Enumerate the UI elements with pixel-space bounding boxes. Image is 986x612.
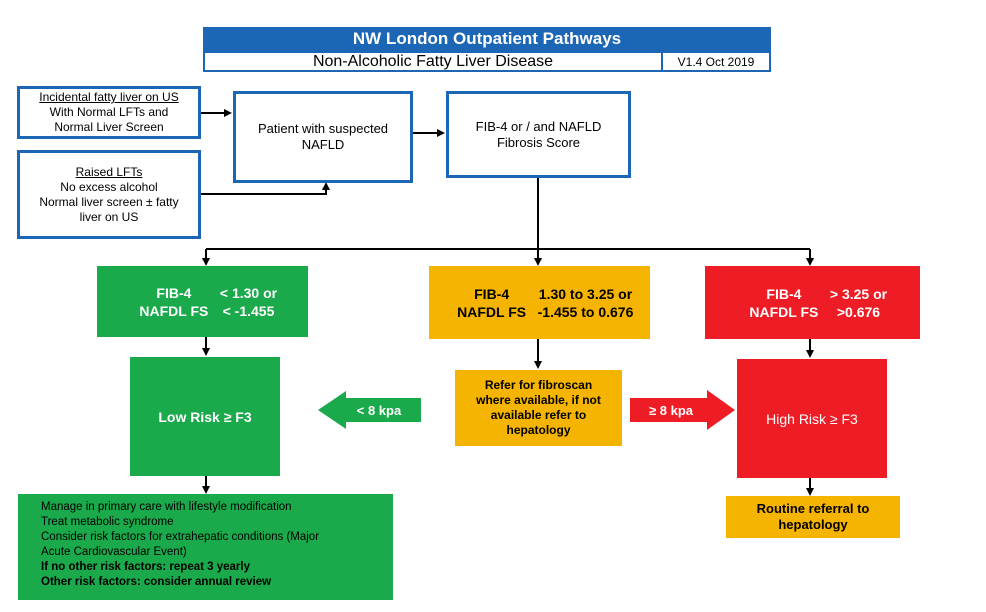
- incidental-heading: Incidental fatty liver on US: [39, 90, 179, 104]
- low-criteria-box: FIB-4 < 1.30 or NAFDL FS < -1.455: [97, 266, 308, 337]
- raised-line: No excess alcohol: [60, 179, 158, 194]
- criteria-label: NAFDL FS: [749, 303, 819, 320]
- criteria-label: NAFDL FS: [457, 303, 527, 320]
- referral-line: Routine referral to: [756, 501, 870, 516]
- arrow-raised-to-patient: [200, 182, 330, 195]
- high-risk-label: High Risk ≥ F3: [766, 410, 858, 427]
- management-line: Treat metabolic syndrome: [41, 516, 174, 528]
- criteria-value: > 3.25 or: [829, 285, 888, 302]
- fibroscan-line: hepatology: [506, 423, 571, 437]
- referral-line: hepatology: [778, 517, 848, 532]
- raised-line: liver on US: [79, 209, 139, 224]
- low-kpa-label: < 8 kpa: [340, 398, 418, 422]
- patient-suspected-nafld-box: Patient with suspected NAFLD: [233, 91, 413, 183]
- low-kpa-text: < 8 kpa: [356, 402, 402, 418]
- header-subtitle-bar: Non-Alcoholic Fatty Liver Disease V1.4 O…: [203, 51, 771, 72]
- fibroscan-box: Refer for fibroscan where available, if …: [455, 370, 622, 446]
- management-box: Manage in primary care with lifestyle mo…: [18, 494, 393, 600]
- high-criteria-box: FIB-4 > 3.25 or NAFDL FS >0.676: [705, 266, 920, 339]
- management-line: Manage in primary care with lifestyle mo…: [41, 501, 292, 513]
- patient-line: NAFLD: [301, 137, 345, 152]
- criteria-value: >0.676: [836, 303, 881, 320]
- fibrosis-score-box: FIB-4 or / and NAFLD Fibrosis Score: [446, 91, 631, 178]
- incidental-fatty-liver-box: Incidental fatty liver on US With Normal…: [17, 86, 201, 139]
- score-line: Fibrosis Score: [496, 134, 581, 150]
- raised-line: Normal liver screen ± fatty: [39, 194, 179, 209]
- raised-lfts-box: Raised LFTs No excess alcohol Normal liv…: [17, 150, 201, 239]
- incidental-line: With Normal LFTs and: [49, 105, 169, 119]
- patient-line: Patient with suspected: [257, 121, 389, 136]
- management-line: Acute Cardiovascular Event): [41, 546, 187, 558]
- management-line-bold: Other risk factors: consider annual revi…: [41, 576, 272, 588]
- criteria-value: -1.455 to 0.676: [537, 303, 634, 320]
- high-kpa-arrow: [630, 390, 735, 430]
- fibroscan-line: Refer for fibroscan: [484, 378, 593, 392]
- mid-criteria-box: FIB-4 1.30 to 3.25 or NAFDL FS -1.455 to…: [429, 266, 650, 339]
- criteria-label: FIB-4: [766, 285, 802, 302]
- fibroscan-line: where available, if not: [476, 393, 601, 407]
- criteria-label: FIB-4: [156, 284, 192, 301]
- page-subtitle: Non-Alcoholic Fatty Liver Disease: [312, 52, 554, 70]
- management-line: Consider risk factors for extrahepatic c…: [41, 531, 320, 543]
- incidental-line: Normal Liver Screen: [54, 120, 164, 134]
- score-line: FIB-4 or / and NAFLD: [475, 118, 602, 134]
- high-risk-box: High Risk ≥ F3: [737, 359, 887, 478]
- management-line-bold: If no other risk factors: repeat 3 yearl…: [41, 561, 250, 573]
- fibroscan-line: available refer to: [490, 408, 587, 422]
- low-kpa-arrow: [318, 391, 421, 429]
- routine-referral-box: Routine referral to hepatology: [726, 496, 900, 538]
- criteria-label: NAFDL FS: [139, 302, 209, 319]
- version-label: V1.4 Oct 2019: [661, 53, 769, 70]
- criteria-value: < 1.30 or: [219, 284, 278, 301]
- raised-heading: Raised LFTs: [75, 164, 143, 179]
- page-title: NW London Outpatient Pathways: [352, 29, 622, 48]
- low-risk-label: Low Risk ≥ F3: [158, 408, 252, 425]
- criteria-label: FIB-4: [474, 285, 510, 302]
- criteria-value: < -1.455: [222, 302, 275, 319]
- low-risk-box: Low Risk ≥ F3: [130, 357, 280, 476]
- high-kpa-label: ≥ 8 kpa: [632, 398, 710, 422]
- criteria-value: 1.30 to 3.25 or: [538, 285, 633, 302]
- high-kpa-text: ≥ 8 kpa: [649, 402, 693, 418]
- header-title-bar: NW London Outpatient Pathways: [203, 27, 771, 51]
